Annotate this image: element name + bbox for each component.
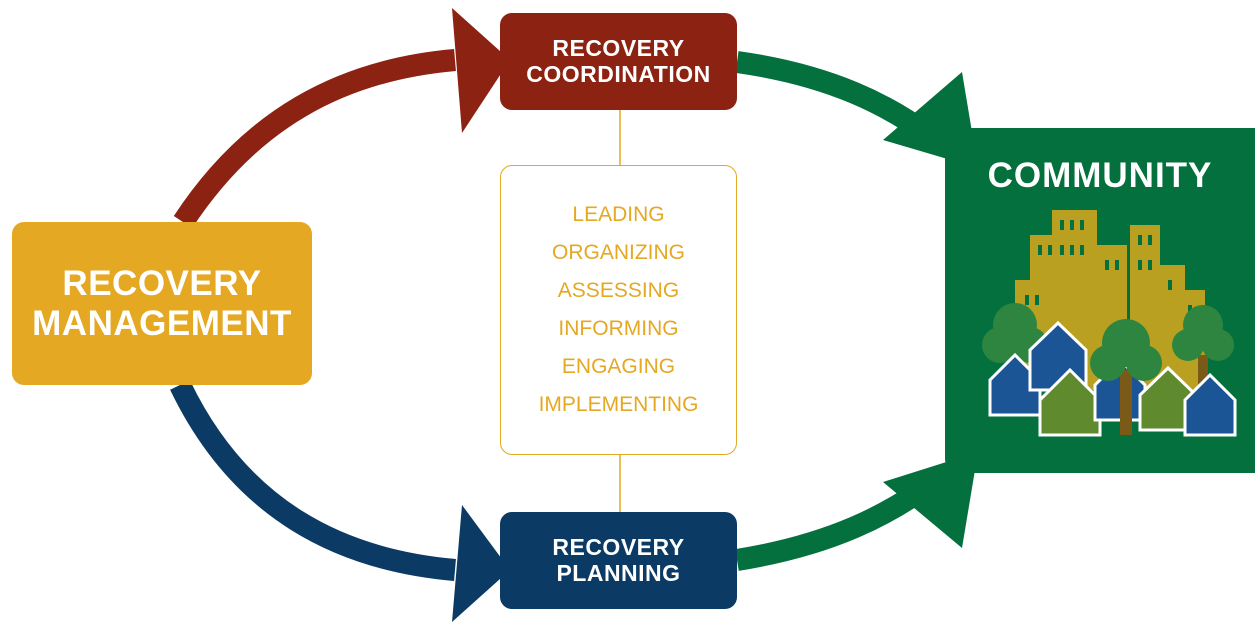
arrowhead-community-bottom — [883, 452, 978, 548]
city-houses-trees-icon — [982, 210, 1237, 437]
center-tree-icon — [1090, 319, 1162, 435]
trees-icon — [982, 303, 1234, 405]
planning-line1: RECOVERY — [552, 533, 685, 560]
planning-line2: PLANNING — [556, 559, 681, 586]
activities-box: LEADING ORGANIZING ASSESSING INFORMING E… — [500, 165, 737, 455]
coordination-line1: RECOVERY — [552, 34, 685, 61]
activity-organizing: ORGANIZING — [551, 241, 685, 264]
recovery-coordination-box: RECOVERY COORDINATION — [500, 13, 737, 110]
arrow-management-to-coordination — [173, 49, 456, 229]
arrowhead-coordination — [452, 8, 510, 133]
activity-assessing: ASSESSING — [557, 279, 680, 302]
activity-leading: LEADING — [572, 203, 665, 226]
community-title: COMMUNITY — [987, 156, 1213, 195]
activity-informing: INFORMING — [558, 317, 679, 340]
coordination-line2: COORDINATION — [526, 60, 711, 87]
building-windows — [1025, 220, 1192, 315]
recovery-planning-box: RECOVERY PLANNING — [500, 512, 737, 609]
arrow-management-to-planning — [170, 380, 456, 581]
management-line2: MANAGEMENT — [32, 303, 292, 343]
recovery-management-box: RECOVERY MANAGEMENT — [12, 222, 312, 385]
arrowhead-planning — [452, 505, 510, 622]
activity-implementing: IMPLEMENTING — [538, 393, 699, 416]
management-line1: RECOVERY — [62, 264, 262, 304]
activity-engaging: ENGAGING — [561, 355, 676, 378]
